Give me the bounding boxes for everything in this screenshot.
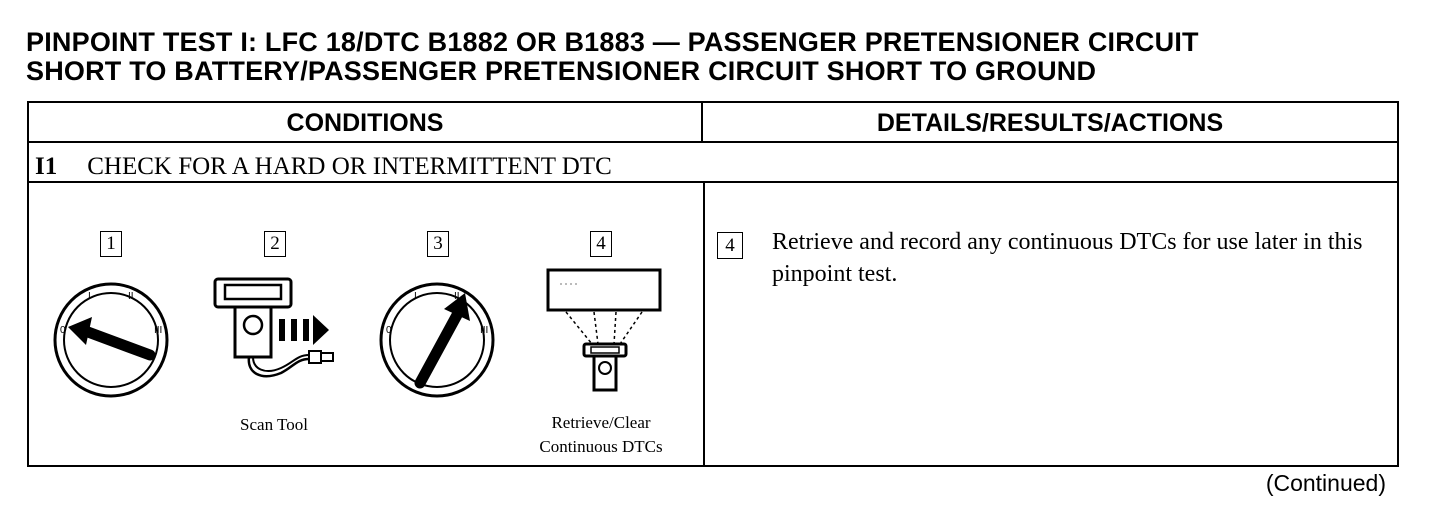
illustration-number-1: 1 [100, 231, 122, 257]
svg-text:II: II [128, 291, 134, 302]
header-divider [29, 141, 1397, 143]
step-row: I1 CHECK FOR A HARD OR INTERMITTENT DTC [35, 153, 612, 181]
retrieve-dtc-icon [546, 268, 662, 392]
page-title: PINPOINT TEST I: LFC 18/DTC B1882 OR B18… [26, 28, 1416, 86]
svg-text:I: I [88, 291, 91, 302]
continued-label: (Continued) [1265, 470, 1386, 496]
ignition-switch-off-icon: 0 I II III [53, 282, 169, 398]
svg-text:III: III [154, 325, 162, 336]
retrieve-dtc-caption-line-1: Retrieve/Clear [551, 413, 651, 432]
svg-text:0: 0 [60, 325, 66, 336]
conditions-header: CONDITIONS [29, 103, 703, 143]
illustration-number-3: 3 [427, 231, 449, 257]
column-divider [703, 183, 705, 467]
title-line-1: PINPOINT TEST I: LFC 18/DTC B1882 OR B18… [26, 27, 1199, 57]
step-divider [29, 181, 1397, 183]
retrieve-dtc-caption: Retrieve/Clear Continuous DTCs [515, 411, 687, 459]
step-title: CHECK FOR A HARD OR INTERMITTENT DTC [87, 153, 612, 180]
svg-text:I: I [414, 291, 417, 302]
detail-step-number: 4 [717, 232, 743, 259]
svg-text:II: II [454, 291, 460, 302]
retrieve-dtc-caption-line-2: Continuous DTCs [539, 437, 663, 456]
step-id: I1 [35, 153, 58, 180]
svg-text:0: 0 [386, 325, 392, 336]
details-header: DETAILS/RESULTS/ACTIONS [876, 108, 1224, 137]
scan-tool-icon [213, 277, 334, 378]
illustration-number-2: 2 [264, 231, 286, 257]
ignition-switch-run-icon: 0 I II III [379, 282, 495, 398]
title-line-2: SHORT TO BATTERY/PASSENGER PRETENSIONER … [26, 56, 1097, 86]
illustration-number-4: 4 [590, 231, 612, 257]
detail-text: Retrieve and record any continuous DTCs … [772, 229, 1363, 287]
scan-tool-caption: Scan Tool [240, 415, 308, 434]
svg-text:III: III [480, 325, 488, 336]
